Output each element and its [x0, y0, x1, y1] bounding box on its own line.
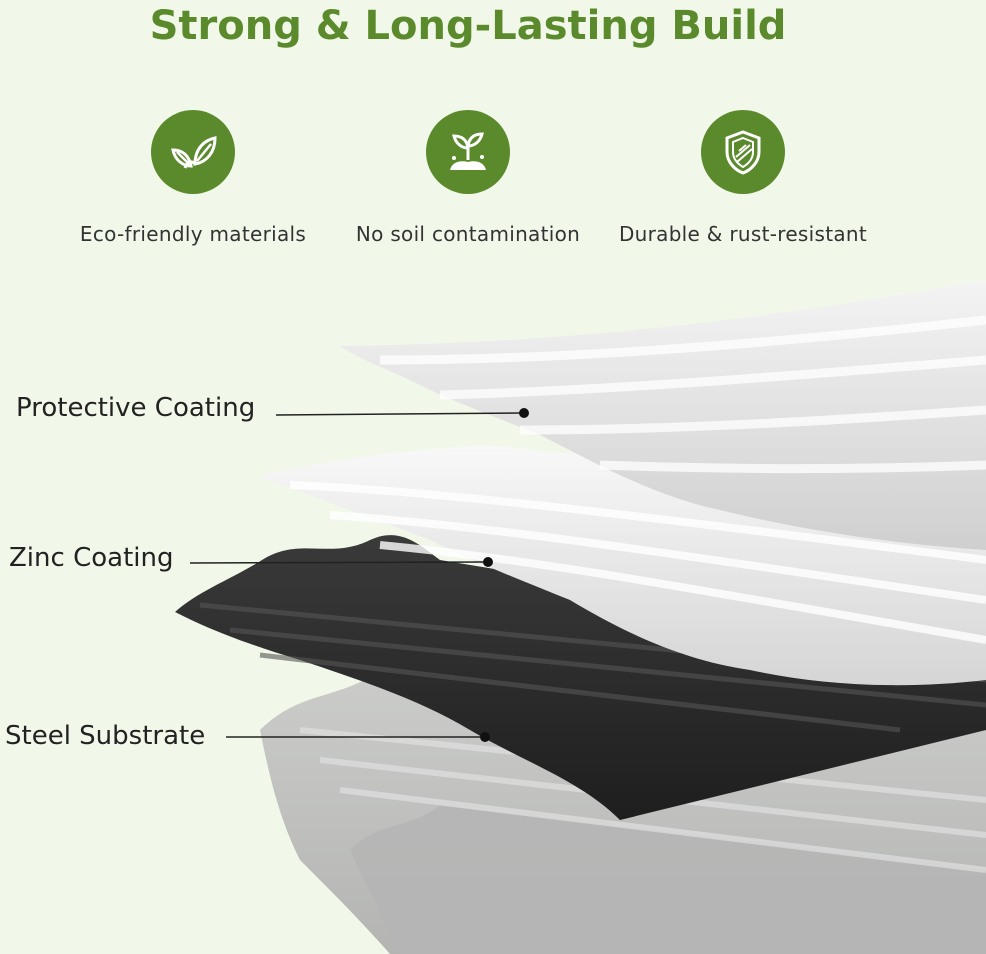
feature-badge [151, 110, 235, 194]
feature-eco: Eco-friendly materials [63, 110, 323, 246]
callout-steel-label: Steel Substrate [5, 721, 206, 751]
feature-label: Eco-friendly materials [79, 222, 307, 246]
shield-icon [725, 130, 761, 175]
protective-layer [340, 280, 986, 550]
callout-zinc-leader [189, 557, 493, 567]
feature-soil: No soil contamination [338, 110, 598, 246]
feature-badge [701, 110, 785, 194]
feature-badge [426, 110, 510, 194]
callout-zinc-label: Zinc Coating [9, 543, 174, 573]
feature-durable: Durable & rust-resistant [613, 110, 873, 246]
callout-protective-leader [275, 408, 529, 418]
leaves-icon [171, 136, 217, 169]
layers-illustration [175, 280, 986, 954]
feature-label: No soil contamination [355, 222, 581, 246]
seedling-soil-icon [450, 132, 486, 170]
callout-protective-label: Protective Coating [16, 393, 256, 423]
page-title: Strong & Long-Lasting Build [149, 3, 787, 49]
feature-label: Durable & rust-resistant [618, 222, 868, 246]
callout-steel-leader [226, 732, 490, 742]
